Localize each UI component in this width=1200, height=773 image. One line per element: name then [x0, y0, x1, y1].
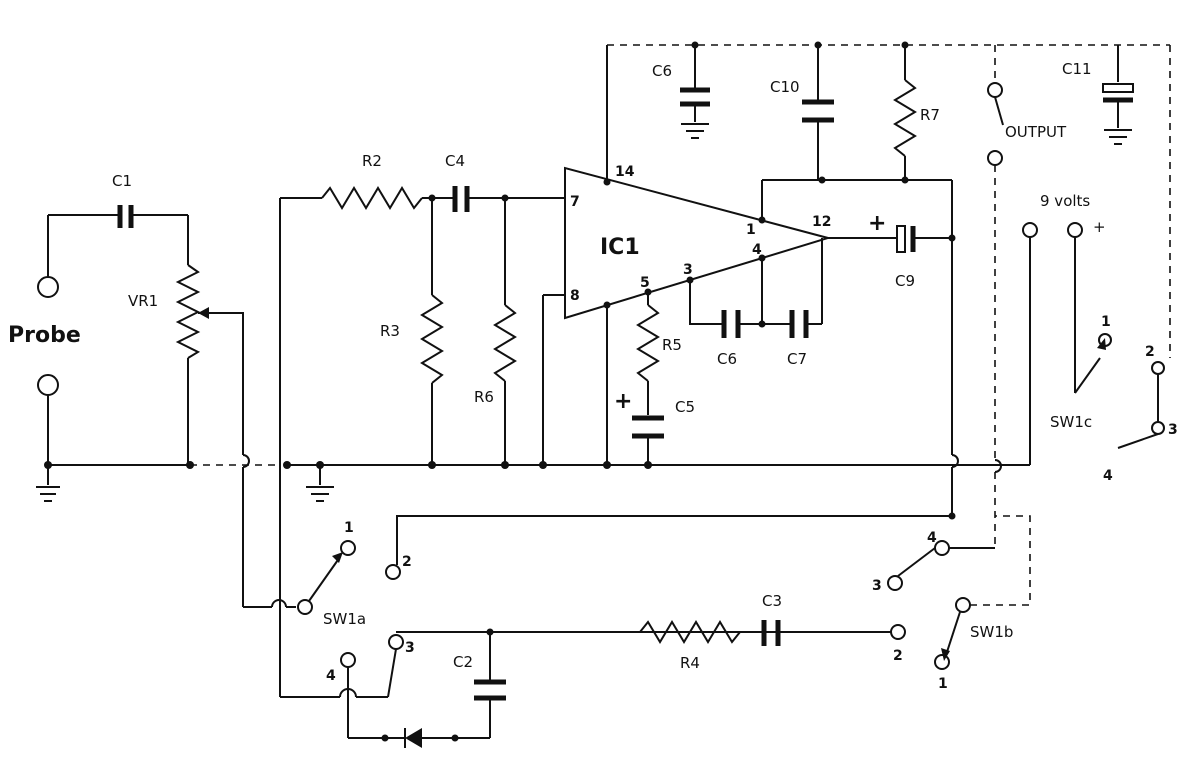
c6-top-label: C6 [652, 62, 672, 80]
r2-label: R2 [362, 152, 382, 170]
probe-terminal-bottom[interactable] [37, 374, 59, 396]
positive-terminal[interactable] [1067, 222, 1083, 238]
r2-resistor [321, 186, 423, 210]
switch-network [348, 620, 906, 748]
c9-plus: + [868, 211, 886, 236]
sw1a-pin-4: 4 [326, 668, 336, 684]
c2-label: C2 [453, 653, 473, 671]
r7-resistor [893, 79, 917, 157]
sw1a-switch[interactable] [280, 540, 895, 738]
pin-labels: 7 8 14 1 4 12 5 3 1 2 3 4 1 2 3 4 1 2 3 … [326, 164, 1178, 692]
r6-resistor [493, 304, 517, 382]
ic1-pin-12: 12 [812, 214, 831, 230]
r5-label: R5 [662, 336, 682, 354]
sw1c-pin-3: 3 [1168, 422, 1178, 438]
c1-label: C1 [112, 172, 132, 190]
r4-resistor [639, 620, 741, 644]
sw1c-pin-2: 2 [1145, 344, 1155, 360]
sw1b-pin-3: 3 [872, 578, 882, 594]
ic1-pin-5: 5 [640, 275, 650, 291]
ic1-pin-4: 4 [752, 242, 762, 258]
c11-label: C11 [1062, 60, 1092, 78]
r3-label: R3 [380, 322, 400, 340]
sw1b-label: SW1b [970, 623, 1013, 641]
negative-terminal[interactable] [1022, 222, 1038, 238]
probe-input [37, 205, 296, 608]
nine-volts-label: 9 volts [1040, 192, 1090, 210]
c9-label: C9 [895, 272, 915, 290]
nine-volts-plus: + [1093, 218, 1106, 236]
ic1-pin-1: 1 [746, 222, 756, 238]
r6-label: R6 [474, 388, 494, 406]
ic1-pin-14: 14 [615, 164, 635, 180]
sw1c-pin-4: 4 [1103, 468, 1113, 484]
diode [405, 728, 422, 748]
component-labels: C1 VR1 Probe R2 C4 R3 R6 IC1 C6 C10 R7 C… [8, 60, 1106, 672]
ic1-pin-3: 3 [683, 262, 693, 278]
ic1-pin-7: 7 [570, 194, 580, 210]
sw1c-pin-1: 1 [1101, 314, 1111, 330]
c5-plus: + [614, 389, 632, 414]
vr1-label: VR1 [128, 292, 158, 310]
c3-label: C3 [762, 592, 782, 610]
output-network [396, 225, 959, 565]
sw1a-pin-1: 1 [344, 520, 354, 536]
output-label: OUTPUT [1005, 123, 1067, 141]
c6-bottom-label: C6 [717, 350, 737, 368]
r7-label: R7 [920, 106, 940, 124]
probe-label: Probe [8, 323, 81, 348]
r4-label: R4 [680, 654, 700, 672]
input-network [279, 186, 565, 697]
vr1-resistor [175, 264, 201, 359]
c7-label: C7 [787, 350, 807, 368]
sw1b-pin-1: 1 [938, 676, 948, 692]
sw1a-label: SW1a [323, 610, 366, 628]
sw1b-switch[interactable] [887, 515, 1031, 670]
probe-terminal-top[interactable] [37, 276, 59, 298]
sw1c-label: SW1c [1050, 413, 1092, 431]
sw1b-pin-4: 4 [927, 530, 937, 546]
r5-resistor [636, 304, 660, 382]
sw1a-pin-2: 2 [402, 554, 412, 570]
ic1-pin-8: 8 [570, 288, 580, 304]
c4-label: C4 [445, 152, 465, 170]
sw1a-pin-3: 3 [405, 640, 415, 656]
c10-label: C10 [770, 78, 800, 96]
c5-label: C5 [675, 398, 695, 416]
ground-bus [36, 395, 1030, 502]
ic1-label: IC1 [600, 235, 640, 260]
supply-rail [607, 41, 1171, 548]
sw1b-pin-2: 2 [893, 648, 903, 664]
r3-resistor [420, 294, 444, 384]
power-section [1022, 222, 1165, 465]
ic1-amplifier [564, 45, 953, 465]
